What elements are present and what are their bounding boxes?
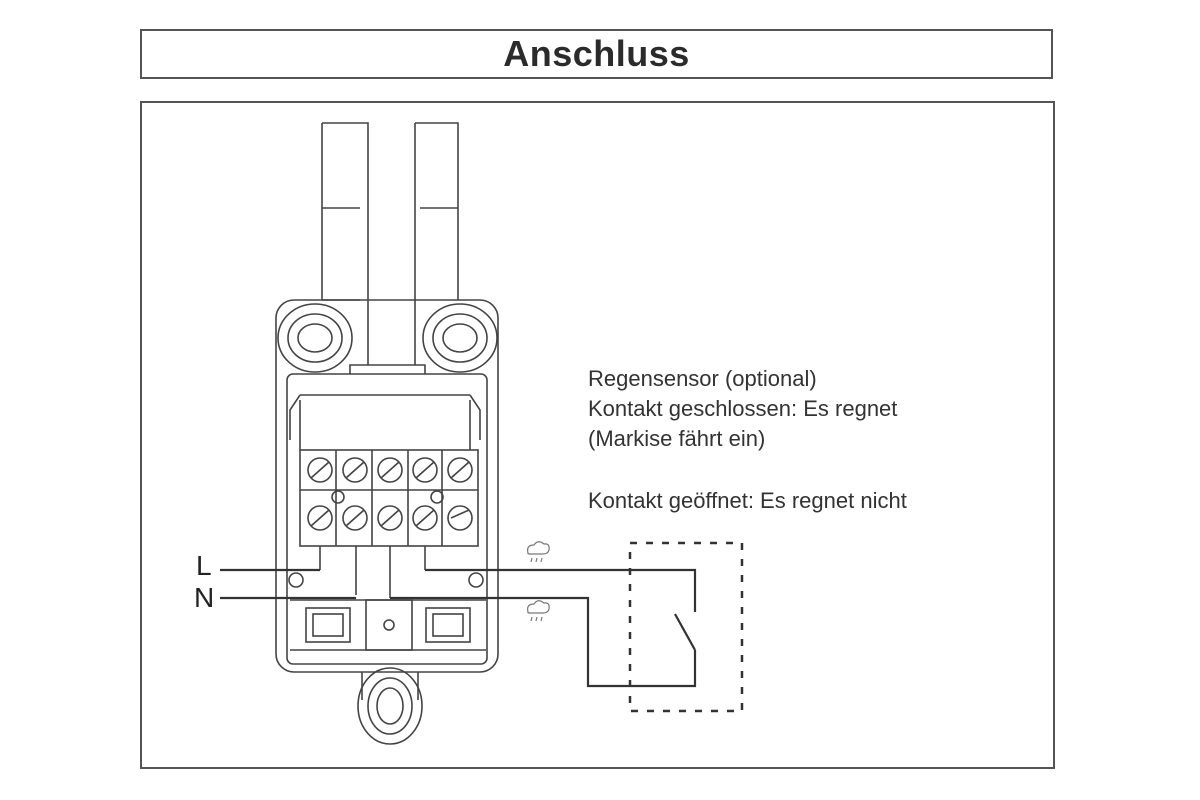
center-screw-housing — [365, 599, 413, 651]
page-title: Anschluss — [503, 33, 690, 74]
awning-retracts-text: (Markise fährt ein) — [588, 426, 766, 451]
label-l: L — [196, 550, 212, 581]
mounting-lug-right — [422, 303, 498, 373]
label-n: N — [194, 582, 215, 613]
wire-sensor-top — [425, 568, 697, 612]
rain-cloud-icon — [527, 600, 550, 622]
housing-outer — [275, 299, 499, 673]
strain-relief-right — [425, 607, 471, 643]
cable-entry-left — [321, 122, 369, 365]
rain-cloud-icon — [527, 541, 550, 563]
mounting-lug-bottom — [357, 667, 423, 745]
terminal-block — [299, 449, 479, 547]
contact-open-text: Kontakt geöffnet: Es regnet nicht — [588, 488, 907, 513]
rain-sensor-box — [628, 541, 744, 713]
housing-inner — [286, 373, 488, 665]
contact-closed-text: Kontakt geschlossen: Es regnet — [588, 396, 898, 421]
wire-sensor-bottom — [390, 596, 697, 688]
diagram-frame — [140, 101, 1055, 769]
rain-sensor-title: Regensensor (optional) — [588, 366, 817, 391]
strain-relief-left — [305, 607, 351, 643]
cable-entry-right — [414, 122, 459, 365]
mounting-lug-left — [277, 303, 353, 373]
title-box: Anschluss — [140, 29, 1053, 79]
sensor-switch — [674, 613, 696, 651]
